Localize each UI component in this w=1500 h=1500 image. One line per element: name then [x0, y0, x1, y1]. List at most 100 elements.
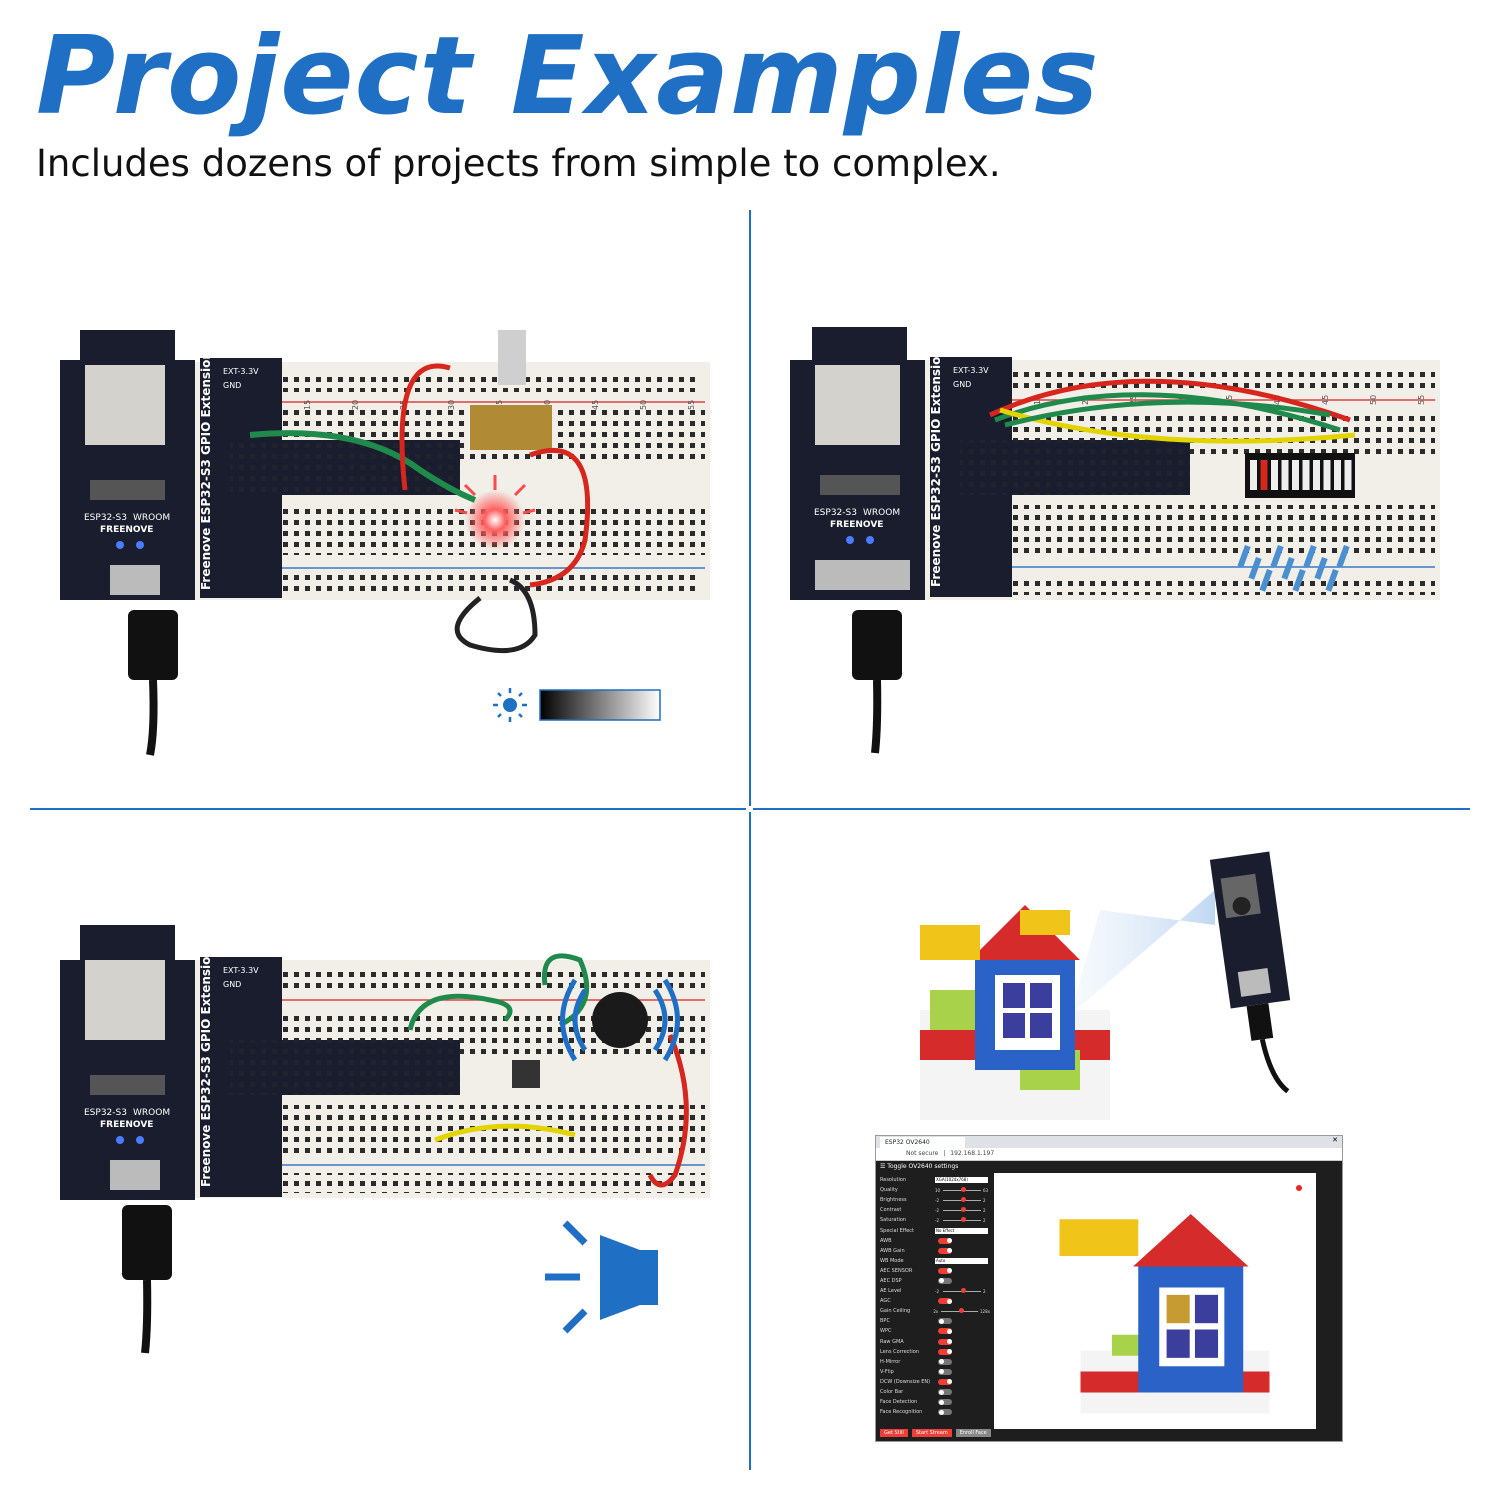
start-stream-button[interactable]: Start Stream — [911, 1429, 952, 1437]
wire-red — [647, 1034, 689, 1188]
browser-tab[interactable]: ESP32 OV2640 — [880, 1137, 965, 1148]
wire-red — [988, 378, 1351, 423]
settings-panel-title[interactable]: ☰ Toggle OV2640 settings — [880, 1163, 959, 1170]
toggle-knob — [946, 1268, 952, 1274]
column-number: 15 — [1033, 395, 1042, 405]
setting-select[interactable]: Auto — [935, 1257, 988, 1264]
setting-row: V-Flip — [880, 1367, 990, 1377]
toggle-knob — [946, 1379, 952, 1385]
ext-label: EXT-3.3V — [223, 966, 259, 975]
setting-toggle[interactable] — [938, 1277, 952, 1284]
setting-row: AGC — [880, 1296, 990, 1306]
toggle-knob — [946, 1298, 952, 1304]
setting-slider[interactable] — [943, 1207, 981, 1213]
page-title: Project Examples — [36, 14, 1100, 139]
setting-label: Special Effect — [880, 1227, 914, 1234]
slider-knob[interactable] — [961, 1288, 966, 1294]
module-label: WROOM — [863, 508, 900, 518]
power-rail-holes — [280, 372, 700, 392]
setting-slider[interactable] — [943, 1288, 981, 1294]
sound-waves — [560, 978, 680, 1062]
slider-knob[interactable] — [961, 1207, 966, 1213]
slider-knob[interactable] — [959, 1308, 965, 1314]
led-segment — [1313, 460, 1320, 490]
slider-knob[interactable] — [961, 1217, 966, 1223]
setting-toggle[interactable] — [938, 1348, 952, 1355]
column-number: 50 — [639, 400, 648, 410]
get-still-button[interactable]: Get Still — [880, 1429, 908, 1437]
setting-slider[interactable] — [943, 1187, 981, 1193]
wire-black — [454, 577, 538, 654]
speaker-icon — [545, 1220, 658, 1334]
column-number: 55 — [1417, 395, 1426, 405]
slider-min: -2 — [935, 1207, 939, 1213]
setting-toggle[interactable] — [938, 1298, 952, 1305]
setting-toggle[interactable] — [938, 1237, 952, 1244]
setting-row: Lens Correction — [880, 1347, 990, 1357]
slider-knob[interactable] — [961, 1197, 966, 1203]
resistor — [1325, 569, 1339, 592]
led-segment — [1302, 460, 1310, 490]
resistor-array — [1237, 544, 1350, 592]
setting-select[interactable]: XGA(1024x768) — [935, 1177, 988, 1184]
setting-toggle[interactable] — [938, 1267, 952, 1274]
gnd-label: GND — [223, 381, 241, 390]
setting-row: DCW (Downsize EN) — [880, 1377, 990, 1387]
menu-icon[interactable]: ☰ — [880, 1163, 888, 1170]
ext-label: EXT-3.3V — [223, 367, 259, 376]
setting-toggle[interactable] — [938, 1368, 952, 1375]
setting-toggle[interactable] — [938, 1399, 952, 1406]
setting-row: AWB Gain — [880, 1246, 990, 1256]
antenna — [80, 330, 175, 370]
setting-toggle[interactable] — [938, 1328, 952, 1335]
setting-select[interactable]: No Effect — [935, 1227, 988, 1234]
setting-slider[interactable] — [943, 1217, 981, 1223]
power-rail-holes — [1010, 575, 1435, 595]
resistor — [1314, 556, 1328, 580]
toggle-knob — [938, 1369, 944, 1375]
setting-label: Quality — [880, 1187, 898, 1194]
setting-toggle[interactable] — [938, 1389, 952, 1396]
setting-label: Face Recognition — [880, 1409, 923, 1416]
setting-label: Color Bar — [880, 1389, 904, 1396]
wire-red — [399, 363, 451, 491]
buzzer-illustration: Freenove ESP32-S3 GPIO Extension Board E… — [60, 904, 710, 1354]
page-subtitle: Includes dozens of projects from simple … — [36, 142, 1001, 185]
gnd-label: GND — [953, 380, 971, 389]
window-close-icon[interactable]: ✕ — [1332, 1136, 1338, 1144]
setting-toggle[interactable] — [938, 1409, 952, 1416]
chip-label: ESP32-S3 — [814, 508, 857, 518]
setting-slider[interactable] — [941, 1308, 978, 1314]
module-label: WROOM — [133, 1108, 170, 1118]
toggle-knob — [946, 1248, 952, 1254]
setting-label: AWB Gain — [880, 1247, 905, 1254]
setting-toggle[interactable] — [938, 1247, 952, 1254]
url-text[interactable]: 192.168.1.197 — [950, 1150, 995, 1157]
setting-toggle[interactable] — [938, 1358, 952, 1365]
module-label: WROOM — [133, 513, 170, 523]
setting-label: DCW (Downsize EN) — [880, 1378, 931, 1385]
enroll-face-button[interactable]: Enroll Face — [955, 1429, 991, 1437]
setting-toggle[interactable] — [938, 1378, 952, 1385]
setting-row: AEC DSP — [880, 1276, 990, 1286]
slider-max: 128x — [979, 1308, 990, 1314]
stream-view — [994, 1173, 1316, 1429]
toggle-knob — [938, 1409, 944, 1415]
setting-label: Raw GMA — [880, 1338, 904, 1345]
setting-toggle[interactable] — [938, 1338, 952, 1345]
slider-max: 63 — [983, 1187, 989, 1193]
vertical-divider-bottom — [749, 812, 751, 1470]
setting-label: Resolution — [880, 1177, 907, 1184]
stream-image — [1059, 1185, 1302, 1414]
setting-slider[interactable] — [943, 1197, 981, 1203]
chip-label: ESP32-S3 — [84, 1108, 127, 1118]
potentiometer-shaft — [498, 330, 526, 385]
slider-knob[interactable] — [961, 1187, 966, 1193]
setting-toggle[interactable] — [938, 1318, 952, 1325]
